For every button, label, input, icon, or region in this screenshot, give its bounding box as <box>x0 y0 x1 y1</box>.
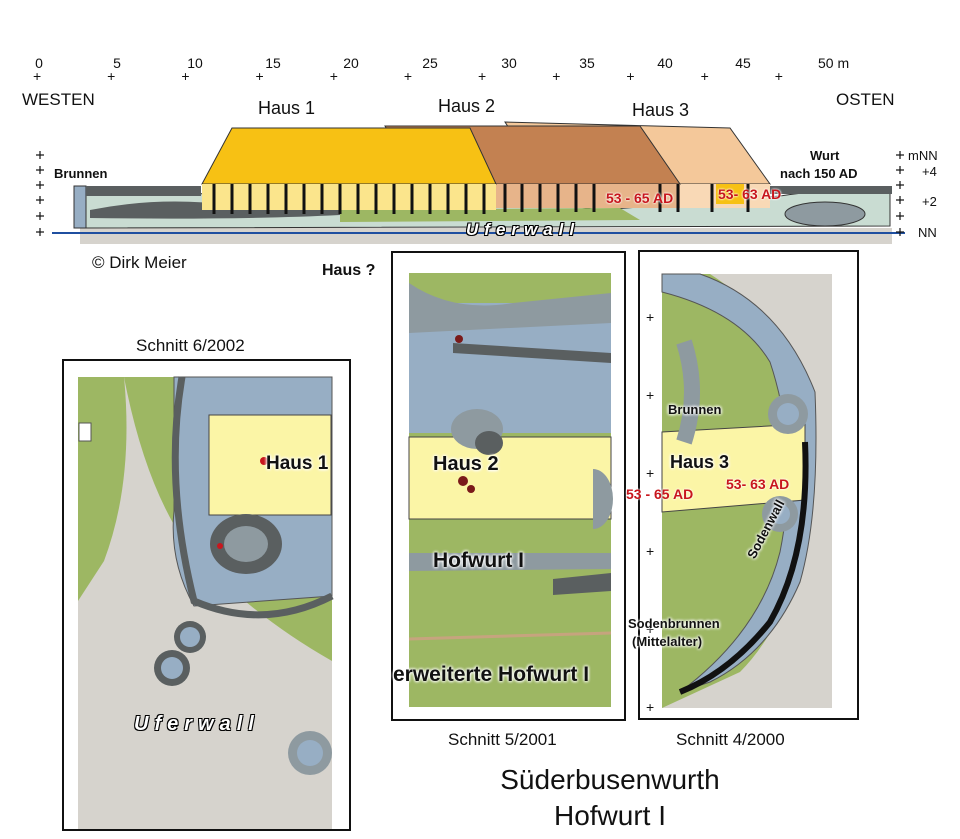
profile-left-block <box>86 186 201 196</box>
right-level-marks <box>896 151 904 236</box>
profile-house3-label: Haus 3 <box>632 100 690 120</box>
house3-yellow-section <box>716 184 744 204</box>
scale-tick-45: 45 <box>735 55 751 71</box>
map5-extended-label: erweiterte Hofwurt I <box>393 663 590 686</box>
map5-house-label: Haus 2 <box>433 453 499 475</box>
map4-house-label: Haus 3 <box>670 452 730 472</box>
map6-frame: Haus 1 Uferwall <box>62 359 351 831</box>
east-label: OSTEN <box>836 90 895 109</box>
map4-date-1: 53 - 65 AD <box>626 486 694 502</box>
right-scale-plus2: +2 <box>922 194 937 209</box>
map6-house-label: Haus 1 <box>266 453 329 474</box>
profile-right-block <box>752 186 892 194</box>
right-scale-mnn: mNN <box>908 148 938 163</box>
west-label: WESTEN <box>22 90 95 109</box>
mound-hump <box>784 201 866 227</box>
scale-tick-5: 5 <box>113 55 121 71</box>
scale-tick-15: 15 <box>265 55 281 71</box>
scale-plus-row: +++++++++++ <box>33 68 849 84</box>
scale-tick-35: 35 <box>579 55 595 71</box>
right-scale-nn: NN <box>918 225 937 240</box>
map4-sodwell-label-1: Sodenbrunnen <box>628 616 720 631</box>
left-level-marks <box>36 151 44 236</box>
scale-tick-0: 0 <box>35 55 43 71</box>
profile-well-label: Brunnen <box>54 166 108 181</box>
map4-frame: ++++++ Brunnen Haus 3 53 - 65 AD 53- 63 … <box>626 250 859 720</box>
scale-tick-20: 20 <box>343 55 359 71</box>
map6-levee-label: Uferwall <box>134 713 260 735</box>
scale-tick-40: 40 <box>657 55 673 71</box>
map4-date-2: 53- 63 AD <box>726 476 790 492</box>
map6-caption: Schnitt 6/2002 <box>136 336 245 355</box>
soil-green-layer <box>340 208 640 222</box>
mound-label-1: Wurt <box>810 148 840 163</box>
profile-house1-label: Haus 1 <box>258 98 316 118</box>
profile-house2-label: Haus 2 <box>438 96 496 116</box>
scale-tick-25: 25 <box>422 55 438 71</box>
house1-roof <box>201 127 497 185</box>
profile-date-2: 53- 63 AD <box>718 186 782 202</box>
profile-levee-label: Uferwall <box>466 220 581 239</box>
house-posts <box>212 184 750 214</box>
scale-tick-10: 10 <box>187 55 203 71</box>
right-scale-plus4: +4 <box>922 164 937 179</box>
map5-drawing <box>408 273 613 707</box>
map4-sodwell-label-2: (Mittelalter) <box>632 634 703 649</box>
well-shaft <box>73 185 87 229</box>
mound-label-2: nach 150 AD <box>780 166 858 181</box>
house1-wall <box>202 184 496 210</box>
map5-mound-label: Hofwurt I <box>433 549 524 572</box>
scale-tick-50: 50 m <box>818 55 850 71</box>
map4-plus-marks: ++++++ <box>646 309 655 715</box>
page-title-line2: Hofwurt I <box>553 800 667 831</box>
map6-drawing <box>78 376 334 829</box>
map4-well-label: Brunnen <box>668 402 722 417</box>
scale-tick-30: 30 <box>501 55 517 71</box>
map5-frame: Haus 2 Hofwurt I erweiterte Hofwurt I <box>391 251 626 721</box>
copyright-text: © Dirk Meier <box>92 253 187 272</box>
house-unknown-label: Haus ? <box>322 262 376 279</box>
page-title-line1: Süderbusenwurth <box>500 764 720 795</box>
map5-caption: Schnitt 5/2001 <box>448 730 557 749</box>
map4-caption: Schnitt 4/2000 <box>676 730 785 749</box>
profile-date-1: 53 - 65 AD <box>606 190 674 206</box>
map4-drawing <box>661 273 832 708</box>
